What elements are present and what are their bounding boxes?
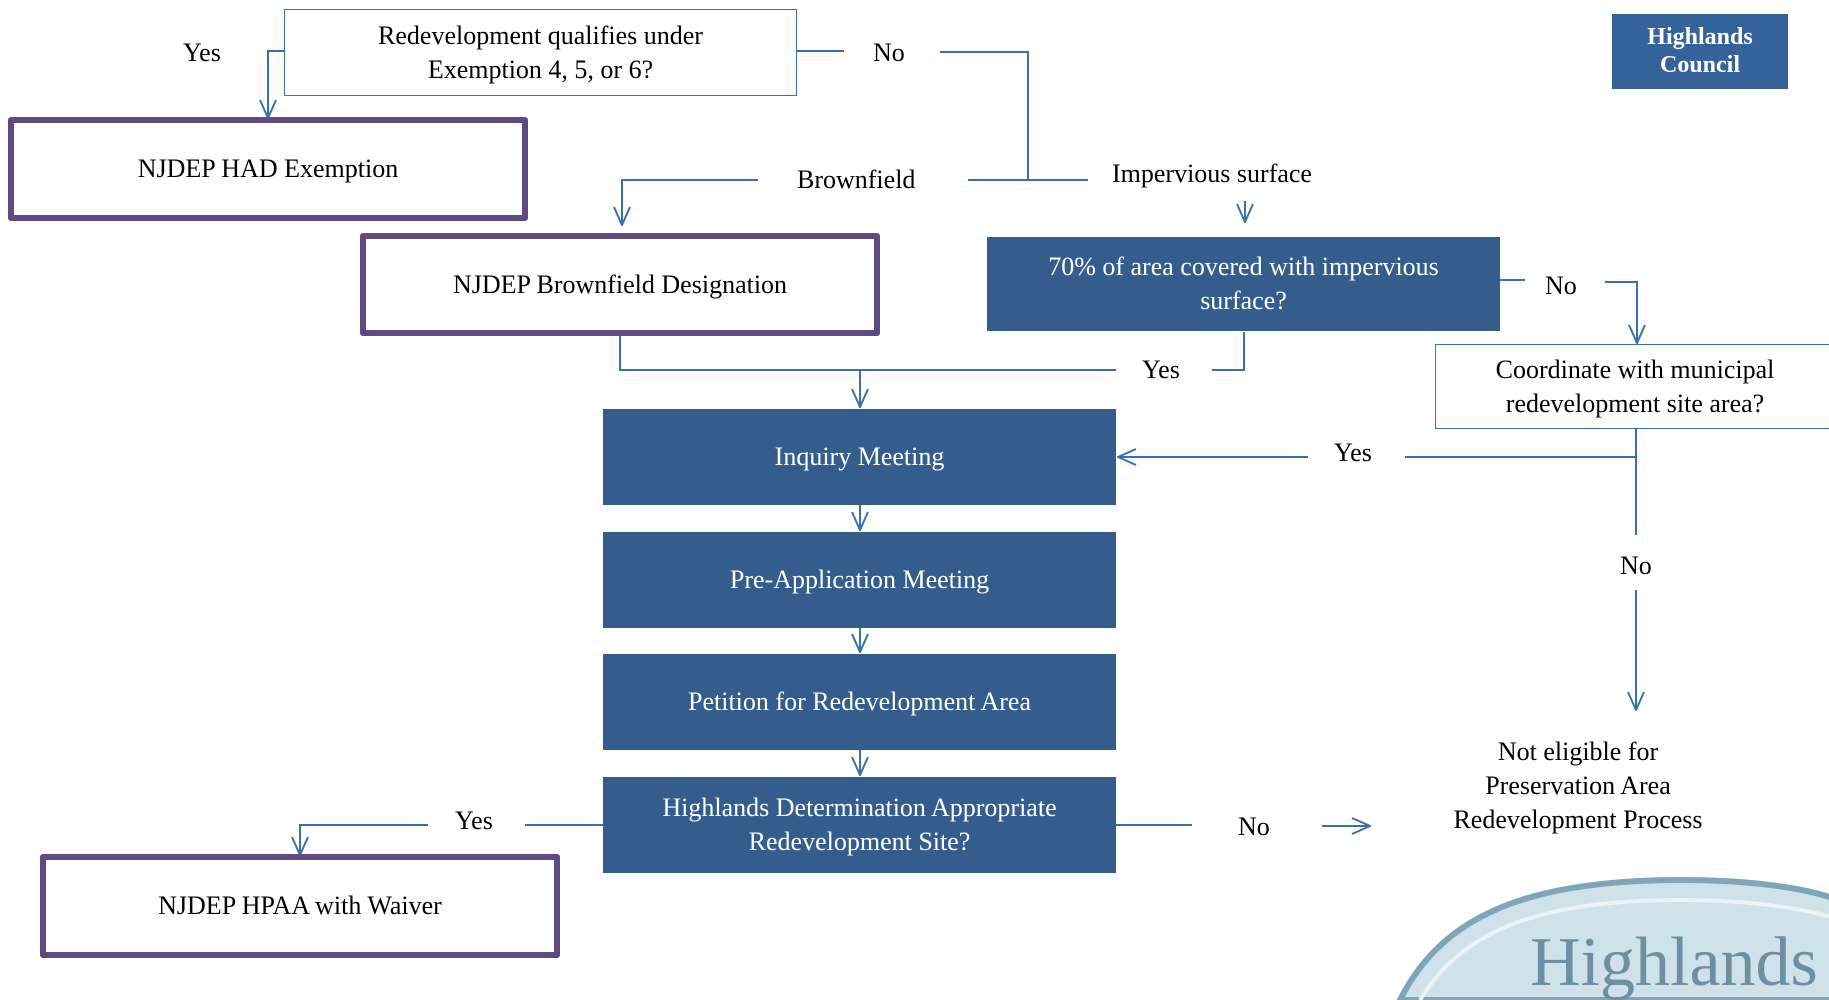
watermark-logo: Highlands [1396,876,1829,1000]
node-inquiry-meeting: Inquiry Meeting [603,409,1116,505]
node-pre-application-meeting: Pre-Application Meeting [603,532,1116,628]
connector-exemption-no-b [940,51,1029,180]
node-text-line: Redevelopment Process [1453,804,1703,834]
node-petition-redevelopment-area: Petition for Redevelopment Area [603,654,1116,750]
node-text-line: Not eligible for [1497,737,1659,767]
connector-impervious-yes [1212,332,1245,371]
node-text-line: redevelopment site area? [1505,388,1765,418]
node-text-line: Preservation Area [1485,771,1671,801]
node-text-line: Redevelopment Site? [748,827,971,856]
node-text-line: Highlands Determination Appropriate [662,793,1057,823]
connector-layer [0,50,1829,954]
connector-impervious-no-b [1605,281,1637,343]
label-impervious-yes: Yes [1142,355,1180,384]
label-coordinate-no: No [1620,551,1652,580]
node-text: NJDEP HAD Exemption [137,154,399,184]
node-text-line: 70% of area covered with impervious [1048,252,1439,282]
node-determination-question: Highlands Determination Appropriate Rede… [603,777,1116,873]
watermark-text: Highlands [1530,924,1818,1000]
node-text: NJDEP Brownfield Designation [452,269,788,299]
node-text-line: Redevelopment qualifies under [378,20,703,50]
logo-line2: Council [1659,51,1740,78]
node-text: Inquiry Meeting [774,442,945,472]
node-text: Petition for Redevelopment Area [688,687,1031,717]
label-impervious-surface: Impervious surface [1112,159,1312,188]
node-text: Pre-Application Meeting [729,565,990,595]
node-hpaa-waiver: NJDEP HPAA with Waiver [40,854,560,958]
node-brownfield-designation: NJDEP Brownfield Designation [360,233,880,336]
connector-brownfield-left [622,179,758,225]
node-exemption-question: Redevelopment qualifies under Exemption … [284,9,797,96]
node-text-line: Exemption 4, 5, or 6? [427,54,654,84]
label-determination-no: No [1238,812,1270,841]
connector-determination-yes-b [300,824,428,855]
label-determination-yes: Yes [455,806,493,835]
node-had-exemption: NJDEP HAD Exemption [8,117,528,221]
connector-coordinate-yes-a [1405,429,1637,458]
label-coordinate-yes: Yes [1334,438,1372,467]
label-brownfield: Brownfield [797,165,916,194]
node-impervious-question: 70% of area covered with impervious surf… [987,237,1500,331]
label-exemption-yes: Yes [183,38,221,67]
connector-brownfield-down [619,335,1116,371]
node-text-line: surface? [1200,286,1287,315]
connector-exemption-yes [268,50,284,118]
node-text: NJDEP HPAA with Waiver [158,891,442,921]
node-text-line: Coordinate with municipal [1495,354,1775,384]
label-exemption-no: No [873,38,905,67]
label-impervious-no: No [1545,271,1577,300]
node-not-eligible: Not eligible for Preservation Area Redev… [1405,737,1751,834]
highlands-council-logo: Highlands Council [1612,14,1788,89]
logo-line1: Highlands [1647,23,1753,50]
node-coordinate-question: Coordinate with municipal redevelopment … [1435,344,1829,429]
